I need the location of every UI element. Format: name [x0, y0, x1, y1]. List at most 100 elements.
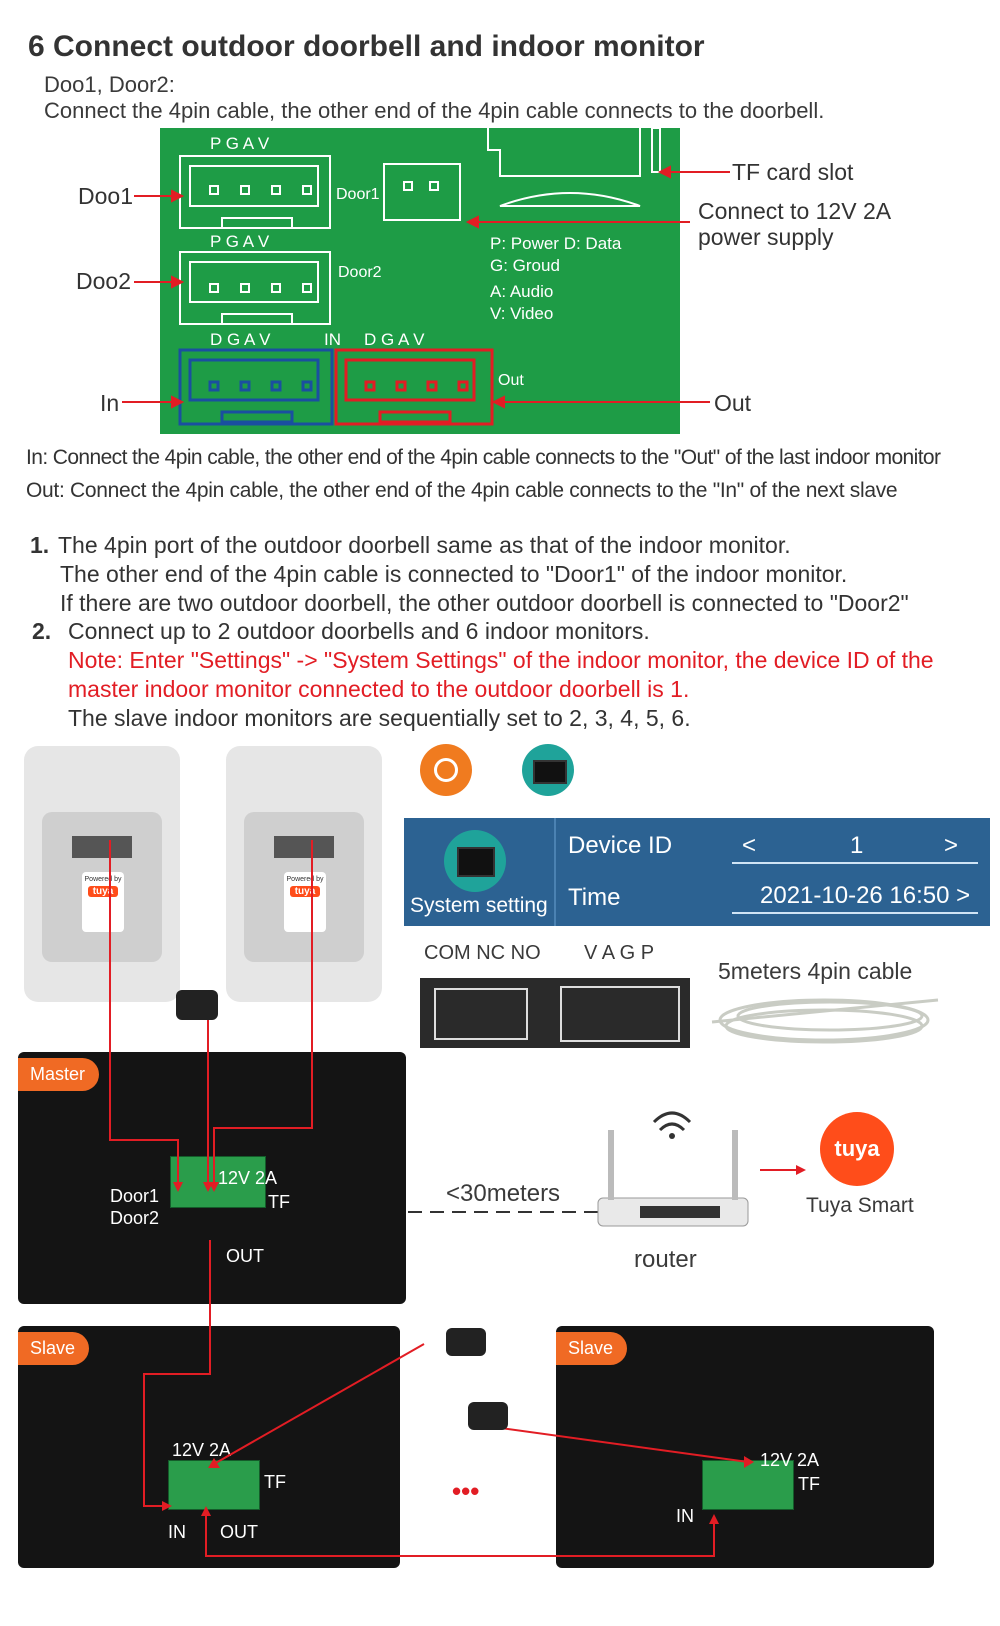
- step2-note-line1: Note: Enter "Settings" -> "System Settin…: [68, 647, 934, 673]
- step1-line2: The other end of the 4pin cable is conne…: [60, 561, 848, 587]
- power-label: Connect to 12V 2A: [698, 198, 892, 224]
- settings-gear-icon: [420, 744, 472, 796]
- in-note: In: Connect the 4pin cable, the other en…: [26, 446, 941, 469]
- doors-subtitle: Doo1, Door2:: [44, 72, 175, 97]
- doorbell-1-tuya-logo: tuya: [88, 886, 118, 897]
- master-board: [170, 1156, 266, 1208]
- slave-left-tag: Slave: [18, 1332, 90, 1365]
- time-underline: [732, 912, 978, 914]
- step2-line1: Connect up to 2 outdoor doorbells and 6 …: [68, 618, 650, 644]
- in-board-label: IN: [324, 330, 341, 349]
- slave-left-tf-label: TF: [264, 1472, 286, 1492]
- step1-number: 1.: [30, 532, 50, 558]
- out-connector: [334, 348, 494, 426]
- device-id-label: Device ID: [568, 832, 673, 859]
- door1-board-label: Door1: [336, 186, 380, 203]
- device-id-value: 1: [850, 832, 864, 859]
- master-door1-label: Door1: [110, 1186, 160, 1206]
- doorbell-1: Powered by tuya: [24, 746, 180, 1002]
- master-tf-label: TF: [268, 1192, 290, 1212]
- doorbell-1-label: Powered by tuya: [82, 872, 124, 932]
- system-setting-label[interactable]: System setting: [410, 894, 548, 917]
- slave-monitor-right: [556, 1326, 934, 1568]
- legend-g: G: Groud: [490, 256, 560, 275]
- pcb-arrows: [122, 165, 730, 409]
- master-power-label: 12V 2A: [218, 1168, 278, 1188]
- relay-connector: [383, 163, 461, 221]
- slave-left-power-label: 12V 2A: [172, 1440, 232, 1460]
- device-id-increment[interactable]: >: [944, 832, 959, 859]
- out-note: Out: Connect the 4pin cable, the other e…: [26, 479, 898, 502]
- relay-port: [434, 988, 528, 1040]
- doo1-label: Doo1: [78, 183, 133, 209]
- monitor-icon: [522, 744, 574, 796]
- pin-labels-in: D G A V: [210, 330, 271, 349]
- door1-connector: [179, 155, 331, 229]
- section-title: 6 Connect outdoor doorbell and indoor mo…: [28, 30, 705, 63]
- doorbell-2: Powered by tuya: [226, 746, 382, 1002]
- slave-left-out-label: OUT: [220, 1522, 258, 1542]
- master-tag: Master: [18, 1058, 100, 1091]
- doorbell-1-port: [72, 836, 132, 858]
- legend-a: A: Audio: [490, 282, 554, 301]
- step2-number: 2.: [32, 618, 52, 644]
- gear-ring: [434, 758, 458, 782]
- monitor-icon-screen: [533, 760, 567, 784]
- doorbell-2-label: Powered by tuya: [284, 872, 326, 932]
- device-id-decrement[interactable]: <: [742, 832, 757, 859]
- distance-label: <30meters: [446, 1180, 561, 1207]
- master-out-label: OUT: [226, 1246, 264, 1266]
- vagp-label: V A G P: [584, 942, 655, 964]
- time-value[interactable]: 2021-10-26 16:50 >: [760, 882, 971, 909]
- step2-line3: The slave indoor monitors are sequential…: [68, 705, 691, 731]
- slave-right-board: [702, 1460, 794, 1510]
- tf-slot: [487, 127, 661, 207]
- slave-left-board: [168, 1460, 260, 1510]
- doors-description: Connect the 4pin cable, the other end of…: [44, 98, 825, 123]
- door2-connector: [179, 251, 331, 325]
- step2-note-line2: master indoor monitor connected to the o…: [68, 676, 690, 702]
- step1-line1: The 4pin port of the outdoor doorbell sa…: [58, 532, 791, 558]
- vagp-port: [560, 986, 680, 1042]
- pin-labels-door1: P G A V: [210, 134, 270, 153]
- doorbell-2-port: [274, 836, 334, 858]
- slave-left-in-label: IN: [168, 1522, 186, 1542]
- doorbell-2-tuya-logo: tuya: [290, 886, 320, 897]
- tuya-smart-label: Tuya Smart: [806, 1194, 914, 1217]
- legend-v: V: Video: [490, 304, 554, 323]
- master-monitor: [18, 1052, 406, 1304]
- in-connector: [178, 348, 334, 426]
- system-setting-icon-screen: [457, 847, 495, 877]
- power-label-2: power supply: [698, 224, 834, 250]
- cable-label: 5meters 4pin cable: [718, 958, 913, 984]
- pin-labels-door2: P G A V: [210, 232, 270, 251]
- doorbell-2-powered-by: Powered by: [286, 876, 324, 883]
- slave-right-tf-label: TF: [798, 1474, 820, 1494]
- slave-right-in-label: IN: [676, 1506, 694, 1526]
- com-nc-no-label: COM NC NO: [424, 942, 541, 964]
- device-id-underline: [732, 862, 978, 864]
- doorbell-1-powered-by: Powered by: [84, 876, 122, 883]
- slave-right-tag: Slave: [556, 1332, 628, 1365]
- tuya-logo: tuya: [820, 1112, 894, 1186]
- system-setting-icon: [444, 830, 506, 892]
- door2-board-label: Door2: [338, 264, 382, 281]
- step1-line3: If there are two outdoor doorbell, the o…: [60, 590, 909, 616]
- panel-divider: [554, 818, 556, 926]
- connector-block: [420, 978, 690, 1048]
- pin-labels-out: D G A V: [364, 330, 425, 349]
- out-side-label: Out: [714, 390, 752, 416]
- more-monitors-ellipsis: •••: [452, 1476, 480, 1506]
- slave-right-power-label: 12V 2A: [760, 1450, 820, 1470]
- doo2-label: Doo2: [76, 268, 131, 294]
- system-settings-panel: System setting Device ID Time < 1 > 2021…: [404, 818, 990, 926]
- router-label: router: [634, 1246, 697, 1273]
- tf-card-slot-label: TF card slot: [732, 159, 854, 185]
- in-side-label: In: [100, 390, 120, 416]
- master-door2-label: Door2: [110, 1208, 160, 1228]
- out-board-label: Out: [498, 372, 524, 389]
